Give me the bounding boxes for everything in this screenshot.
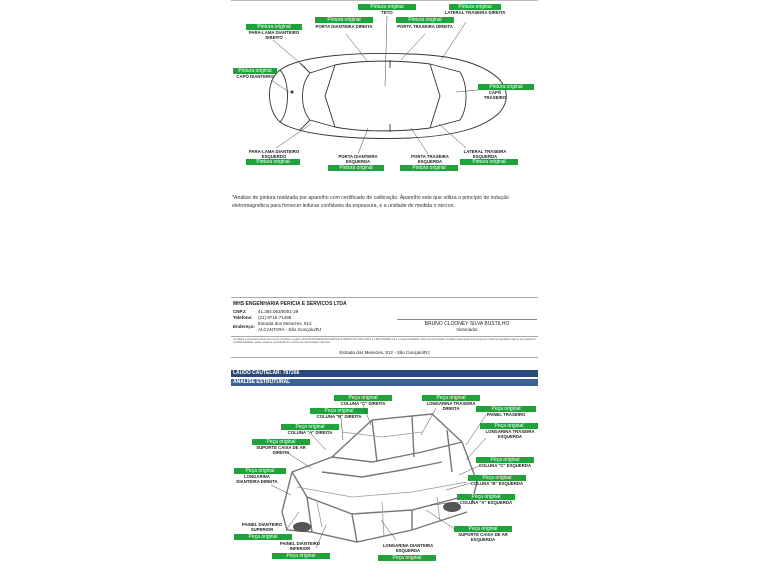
label-col-c-esq: COLUNA "C" ESQUERDA xyxy=(478,463,532,468)
label-lat-tras-dir: LATERAL TRASEIRA DIREITA xyxy=(444,10,506,15)
tag-painel-sup: Peça original xyxy=(234,534,292,540)
company-name: MHS ENGENHARIA PERICIA E SERVICOS LTDA xyxy=(233,301,347,307)
label-col-b-esq: COLUNA "B" ESQUERDA xyxy=(470,481,524,486)
label-lat-tras-esq: LATERAL TRASEIRA ESQUERDA xyxy=(463,149,507,159)
signature-line xyxy=(397,319,537,320)
label-suporte-esq: SUPORTE CAIXA DE AR ESQUERDA xyxy=(458,532,508,542)
label-long-tras-dir: LONGARINA TRASEIRA DIREITA xyxy=(426,401,476,411)
label-col-b-dir: COLUNA "B" DIREITA xyxy=(316,414,362,419)
label-paralama-dir: PARA-LAMA DIANTEIRO DIREITO xyxy=(248,30,300,40)
label-porta-tras-dir: PORTA TRASEIRA DIREITA xyxy=(397,24,453,29)
label-capo-tras: CAPÔ TRASEIRO xyxy=(483,90,507,100)
tag-porta-tras-esq: Pintura original xyxy=(400,165,458,171)
tag-long-diant-dir: Peça original xyxy=(234,468,286,474)
tag-suporte-dir: Peça original xyxy=(252,439,310,445)
label-porta-diant-esq: PORTA DIANTEIRA ESQUERDA xyxy=(338,154,378,164)
tel-label: Telefone: xyxy=(233,315,253,320)
tag-capo-tras: Pintura original xyxy=(478,84,534,90)
label-teto: TETO xyxy=(381,10,393,15)
tag-col-c-esq: Peça original xyxy=(476,457,534,463)
label-paralama-esq: PARA-LAMA DIANTEIRO ESQUERDO xyxy=(248,149,300,159)
tag-paralama-dir: Pintura original xyxy=(246,24,302,30)
paint-note: *Análise de pintura realizada por aparel… xyxy=(232,195,509,209)
end-line1: Estrada dos Menezes, 812 xyxy=(258,321,312,326)
laudo-bar: LAUDO CAUTELAR: 787266 xyxy=(231,370,538,377)
tag-col-a-dir: Peça original xyxy=(281,424,339,430)
label-long-diant-esq: LONGARINA DIANTEIRA ESQUERDA xyxy=(382,543,434,553)
label-porta-tras-esq: PORTA TRASEIRA ESQUERDA xyxy=(411,154,449,164)
label-long-tras-esq: LONGARINA TRASEIRA ESQUERDA xyxy=(485,429,535,439)
tag-lat-tras-dir: Pintura original xyxy=(449,4,501,10)
tag-porta-diant-dir: Pintura original xyxy=(315,17,373,23)
company-rule-bottom xyxy=(231,357,538,358)
tag-porta-diant-esq: Pintura original xyxy=(328,165,384,171)
end-label: Endereço: xyxy=(233,324,256,329)
car-top-view-diagram xyxy=(269,52,507,139)
end-line2: ALCANTARA - São Gonçalo/RJ xyxy=(258,327,322,332)
tag-painel-tras: Peça original xyxy=(476,406,536,412)
tag-col-a-esq: Peça original xyxy=(457,494,515,500)
tag-col-b-esq: Peça original xyxy=(468,475,526,481)
tag-long-tras-esq: Peça original xyxy=(480,423,538,429)
analise-bar: ANÁLISE ESTRUTURAL xyxy=(231,379,538,386)
structure-leader-lines xyxy=(270,404,487,549)
tag-painel-inf: Peça original xyxy=(272,553,330,559)
label-long-diant-dir: LONGARINA DIANTEIRA DIREITA xyxy=(236,474,278,484)
label-painel-sup: PAINEL DIANTEIRO SUPERIOR xyxy=(241,522,283,532)
signer-role: Vistoriador xyxy=(456,327,478,332)
paint-leader-lines xyxy=(270,15,479,155)
signer-name: BRUNO CLOONEY SILVA BUSTILHO xyxy=(424,321,510,327)
tel-value: (21) 9716-71498 xyxy=(258,315,292,320)
company-rule-mid xyxy=(231,336,538,337)
tag-col-b-dir: Peça original xyxy=(310,408,368,414)
tag-teto: Pintura original xyxy=(358,4,416,10)
company-rule-top xyxy=(231,297,538,298)
tag-long-tras-dir: Peça original xyxy=(422,395,480,401)
tag-capo: Pintura original xyxy=(233,68,277,74)
label-painel-inf: PAINEL DIANTEIRO INFERIOR xyxy=(279,541,321,551)
top-rule xyxy=(231,0,538,1)
label-suporte-dir: SUPORTE CAIXA DE AR DIREITA xyxy=(256,445,306,455)
disclaimer: Os dados e elementos deste documento con… xyxy=(233,338,536,344)
cnpj-value: 41.384.063/0001-29 xyxy=(258,309,299,314)
label-col-a-esq: COLUNA "A" ESQUERDA xyxy=(459,500,513,505)
label-painel-tras: PAINEL TRASEIRO xyxy=(486,412,526,417)
tag-porta-tras-dir: Pintura original xyxy=(396,17,454,23)
cnpj-label: CNPJ: xyxy=(233,309,247,314)
label-capo: CAPÔ DIANTEIRO xyxy=(236,74,274,79)
label-col-c-dir: COLUNA "C" DIREITA xyxy=(340,401,386,406)
tag-lat-tras-esq: Pintura original xyxy=(460,159,518,165)
tag-col-c-dir: Peça original xyxy=(334,395,392,401)
label-porta-diant-dir: PORTA DIANTEIRA DIREITA xyxy=(315,24,373,29)
tag-suporte-esq: Peça original xyxy=(454,526,512,532)
label-col-a-dir: COLUNA "A" DIREITA xyxy=(287,430,333,435)
tag-paralama-esq: Pintura original xyxy=(246,159,300,165)
tag-long-diant-esq: Peça original xyxy=(378,555,436,561)
footer-address: Estrada dos Menezes, 812 - São Gonçalo/R… xyxy=(339,350,430,355)
